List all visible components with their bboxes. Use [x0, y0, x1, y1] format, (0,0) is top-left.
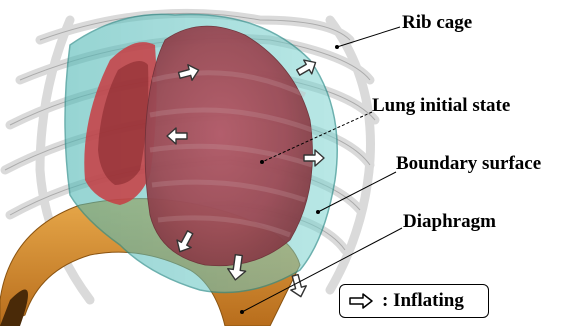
hollow-arrow-right-icon	[348, 292, 374, 310]
lung-initial-state-label: Lung initial state	[372, 96, 510, 115]
legend-box: : Inflating	[339, 284, 489, 318]
rib-cage-label: Rib cage	[402, 13, 472, 32]
boundary-surface-label: Boundary surface	[396, 154, 541, 173]
diaphragm-label: Diaphragm	[403, 212, 496, 231]
legend-text: : Inflating	[382, 290, 464, 312]
